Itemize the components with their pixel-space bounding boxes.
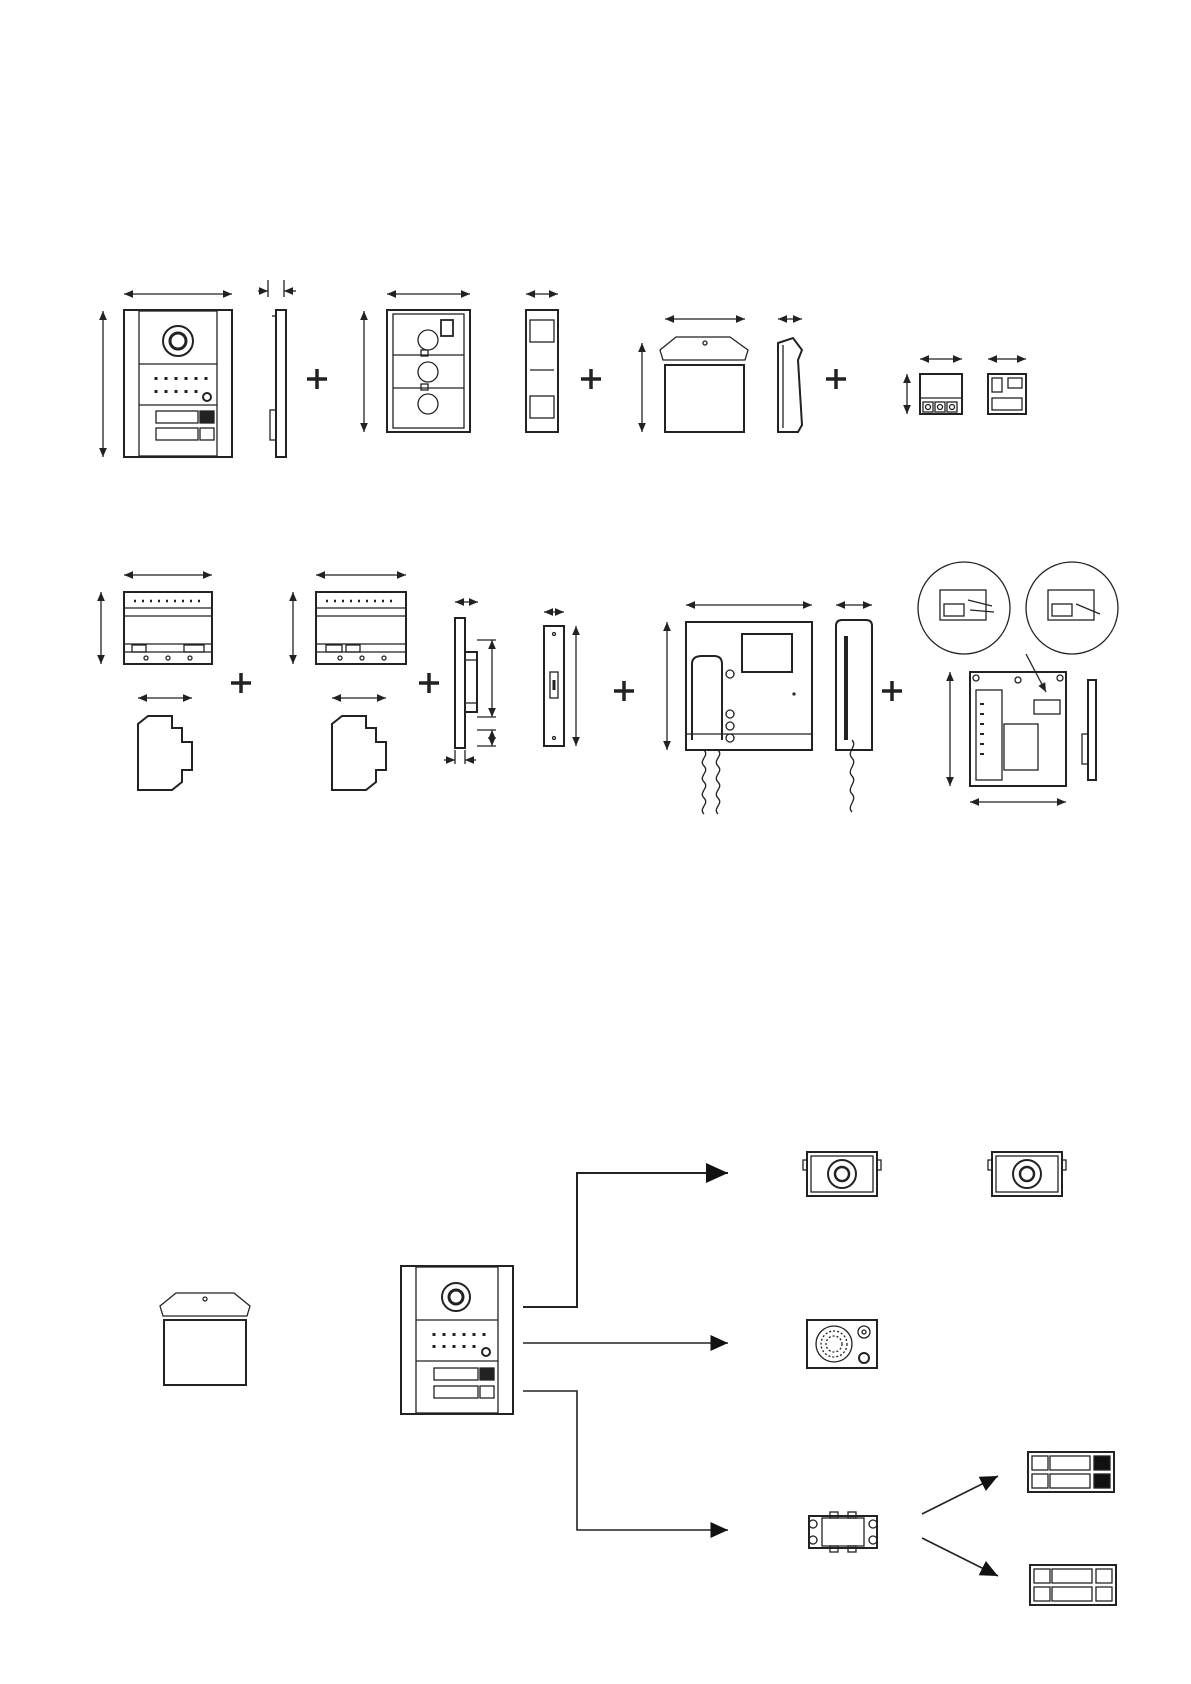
plus-icon (614, 681, 634, 701)
monitor-mount-plate (918, 562, 1118, 802)
power-supply-b (293, 575, 406, 790)
power-supply-a (101, 575, 212, 790)
monitor-side (836, 605, 872, 812)
plus-icon (882, 681, 902, 701)
monitor-front (667, 605, 812, 814)
flush-box-side (526, 294, 558, 432)
door-panel-front (103, 294, 232, 457)
camera-module-b (988, 1152, 1066, 1196)
audio-module (807, 1320, 877, 1368)
door-panel (401, 1266, 513, 1414)
lock-release-side (544, 612, 576, 746)
rain-shield (160, 1293, 250, 1385)
button-strip-outline (1030, 1565, 1116, 1605)
rain-shield-front (642, 319, 748, 432)
plus-icon (231, 673, 251, 693)
plus-icon (826, 369, 846, 389)
connector-lines (523, 1173, 998, 1576)
module-side (988, 359, 1026, 414)
module-front (907, 359, 962, 414)
plus-icon (581, 369, 601, 389)
button-strip-filled (1028, 1452, 1114, 1492)
plus-icon (307, 369, 327, 389)
lock-release-front (444, 602, 496, 764)
plus-icon (419, 673, 439, 693)
camera-module-a (803, 1152, 881, 1196)
flush-box-front (364, 294, 470, 432)
rain-shield-side (778, 319, 802, 432)
door-panel-side (258, 280, 296, 457)
push-button-module (809, 1512, 877, 1552)
